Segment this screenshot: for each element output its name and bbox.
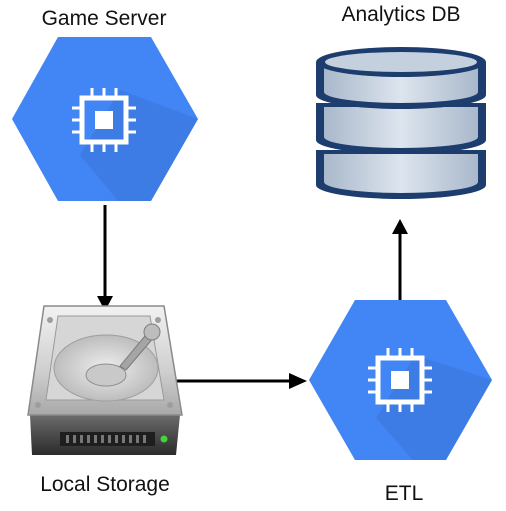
hard-drive-icon [27,305,183,455]
analytics-db-label: Analytics DB [341,3,461,26]
compute-engine-icon [309,300,492,460]
etl-node [309,300,492,460]
game-server-label: Game Server [41,7,167,30]
local-storage-label: Local Storage [40,473,170,496]
local-storage-node [27,305,183,455]
arrowhead-game-to-storage [97,296,113,311]
arrowhead-etl-to-db [392,219,408,234]
arrowhead-storage-to-etl [289,373,307,389]
database-icon [316,47,486,199]
analytics-db-node [316,47,486,199]
game-server-node [12,37,198,201]
etl-label: ETL [384,482,424,505]
compute-engine-icon [12,37,198,201]
